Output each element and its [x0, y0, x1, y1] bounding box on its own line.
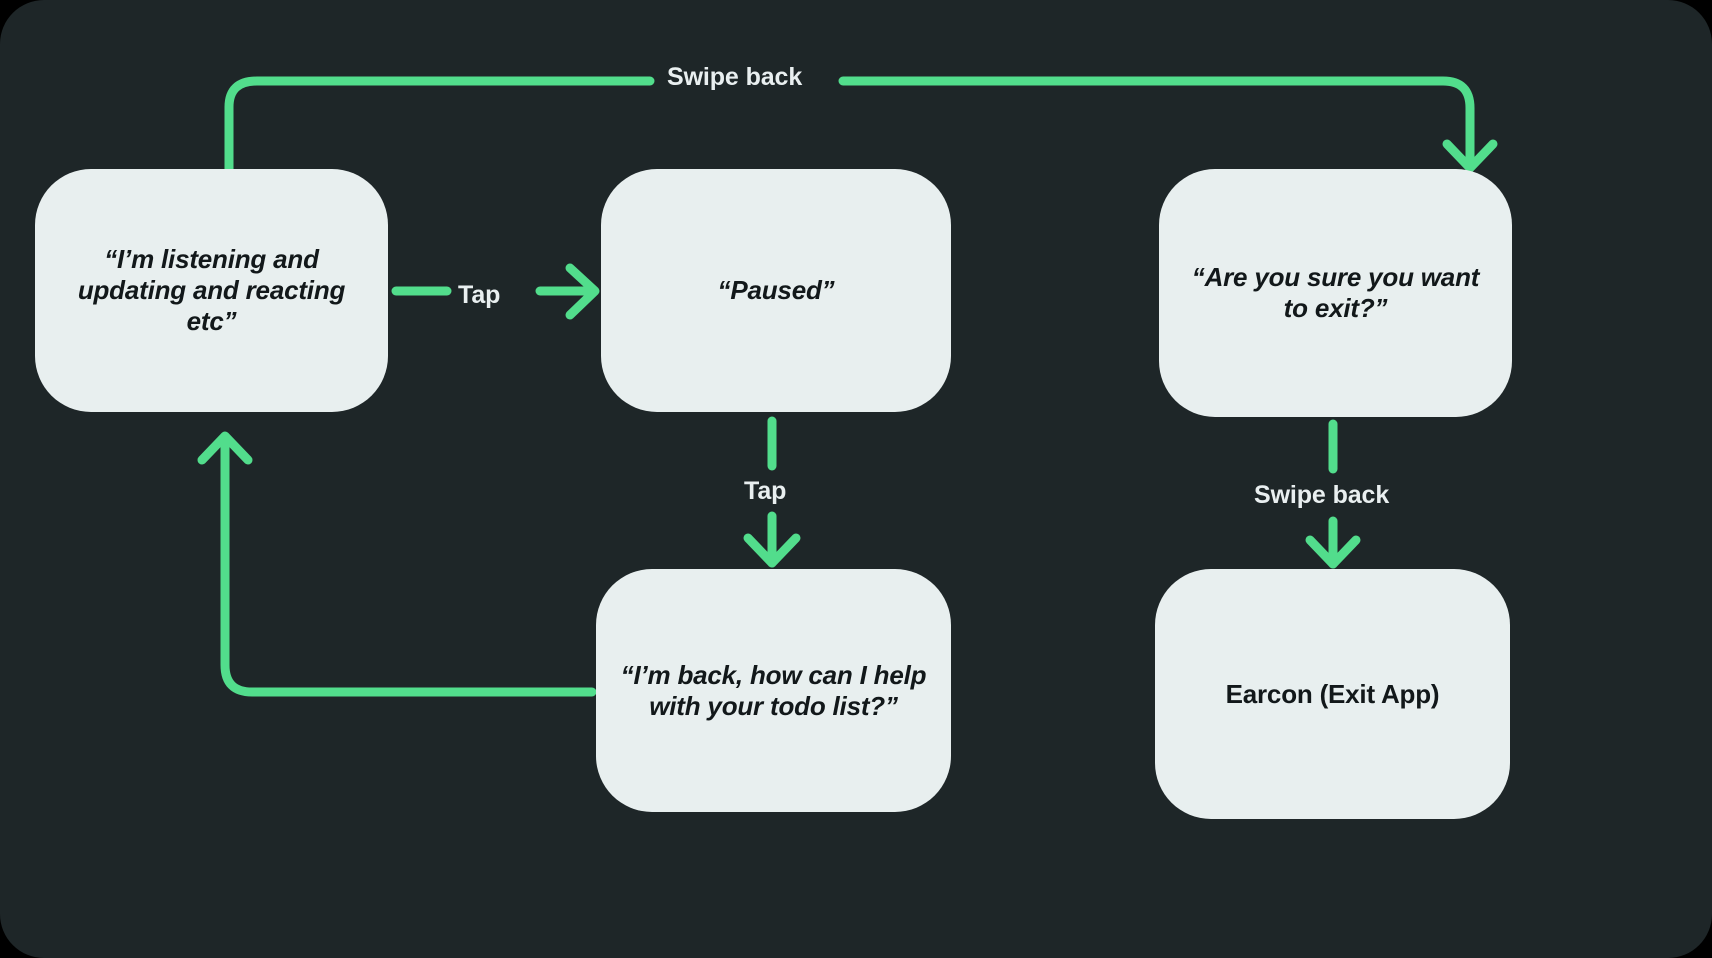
- edge-label-tap-listening-to-paused: Tap: [458, 281, 501, 309]
- node-listening-label: “I’m listening and updating and reacting…: [77, 244, 346, 336]
- node-back[interactable]: “I’m back, how can I help with your todo…: [596, 569, 951, 812]
- edge-confirm-to-earcon-arrowhead: [1305, 535, 1361, 569]
- edge-listening-to-confirm-right-segment: [838, 76, 1475, 172]
- edge-back-to-listening-arrowhead: [197, 431, 253, 465]
- edge-back-to-listening-path: [220, 432, 597, 697]
- edge-label-tap-paused-to-back: Tap: [744, 477, 787, 505]
- node-paused[interactable]: “Paused”: [601, 169, 951, 412]
- edge-label-swipe-back-confirm-to-earcon: Swipe back: [1254, 481, 1390, 509]
- node-back-label: “I’m back, how can I help with your todo…: [620, 659, 927, 721]
- node-confirm-exit-label: “Are you sure you want to exit?”: [1191, 262, 1480, 323]
- node-earcon[interactable]: Earcon (Exit App): [1155, 569, 1510, 819]
- node-listening[interactable]: “I’m listening and updating and reacting…: [35, 169, 388, 412]
- node-confirm-exit[interactable]: “Are you sure you want to exit?”: [1159, 169, 1512, 417]
- edge-listening-to-confirm-arrowhead: [1442, 139, 1498, 173]
- edge-listening-to-confirm-left-segment: [224, 76, 655, 175]
- node-paused-label: “Paused”: [717, 275, 835, 306]
- node-earcon-label: Earcon (Exit App): [1225, 678, 1440, 709]
- edge-listening-to-paused-arrowhead: [565, 263, 600, 320]
- edge-label-swipe-back-top: Swipe back: [667, 63, 803, 91]
- edge-paused-to-back-arrowhead: [743, 533, 801, 568]
